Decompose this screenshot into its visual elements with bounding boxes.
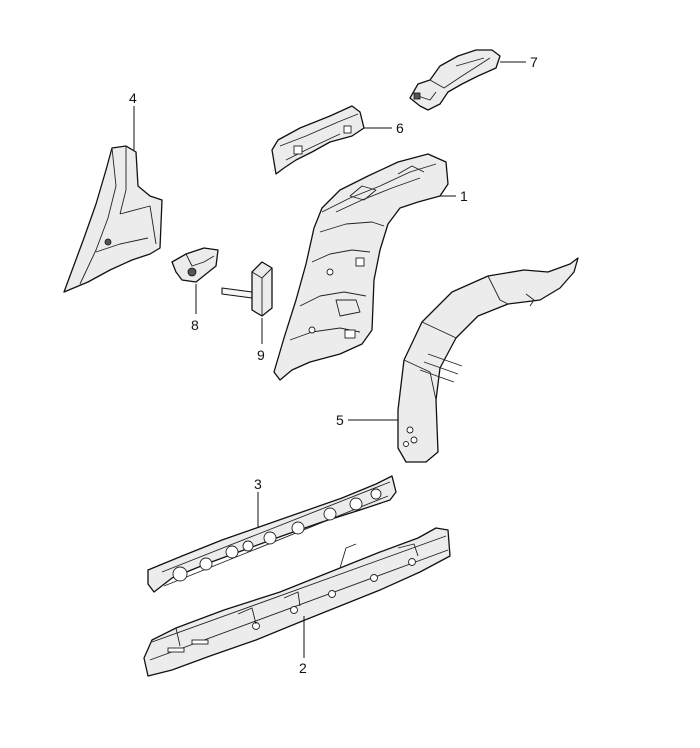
callout-5: 5	[336, 412, 344, 428]
part-5-wheel-arch	[397, 257, 579, 463]
part-6-bracket	[271, 105, 365, 175]
part-8-bracket	[171, 247, 219, 314]
callout-2: 2	[299, 660, 307, 676]
part-9-bar	[221, 261, 273, 344]
part-1-side-panel	[273, 153, 449, 381]
callout-9: 9	[257, 347, 265, 363]
callout-7: 7	[530, 54, 538, 70]
callout-1: 1	[460, 188, 468, 204]
leader-lines	[133, 61, 526, 658]
part-7-bracket	[409, 49, 501, 111]
callout-3: 3	[254, 476, 262, 492]
callout-8: 8	[191, 317, 199, 333]
callout-4: 4	[129, 90, 137, 106]
part-4-pillar	[63, 145, 163, 293]
part-3-reinforcement	[147, 475, 397, 593]
callout-6: 6	[396, 120, 404, 136]
part-2-sill	[143, 527, 451, 677]
